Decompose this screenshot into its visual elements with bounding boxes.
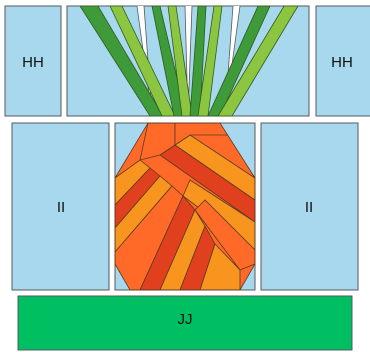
pineapple-fruit-block — [115, 123, 255, 290]
block-hh-left: HH — [5, 6, 61, 116]
block-ii-left: II — [12, 123, 109, 290]
label-hh-right: HH — [331, 54, 353, 71]
block-hh-right: HH — [316, 6, 370, 116]
label-ii-left: II — [57, 199, 65, 216]
label-ii-right: II — [305, 199, 313, 216]
leaves-panel — [67, 6, 309, 116]
label-hh-left: HH — [22, 54, 44, 71]
block-ii-right: II — [261, 123, 358, 290]
label-jj: JJ — [178, 311, 193, 328]
block-jj: JJ — [18, 296, 352, 350]
